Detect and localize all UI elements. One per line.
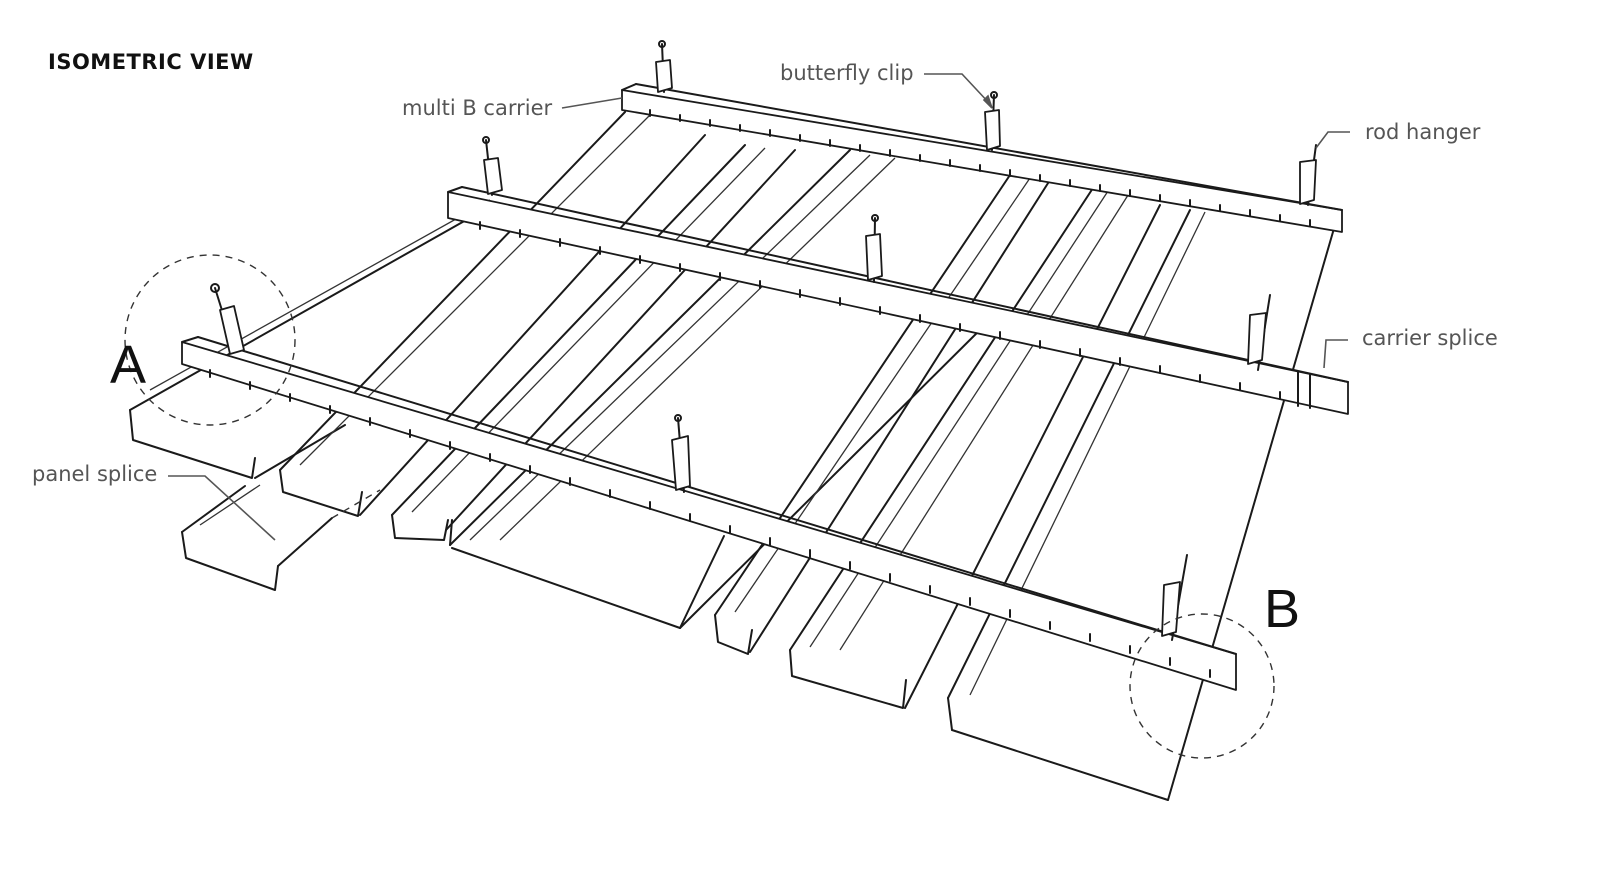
hanger-mid-center (865, 214, 883, 283)
carrier-middle (447, 186, 1349, 415)
detail-circle-b (1129, 613, 1275, 759)
detail-marker-a: A (110, 335, 147, 395)
ceiling-panels (129, 111, 1336, 801)
detail-marker-b: B (1264, 579, 1301, 639)
label-rod-hanger: rod hanger (1365, 120, 1481, 144)
hanger-mid-right (1247, 294, 1271, 371)
label-butterfly-clip: butterfly clip (780, 61, 914, 85)
label-carrier-splice: carrier splice (1362, 326, 1498, 350)
hanger-back-left (655, 40, 673, 93)
detail-circle-a (124, 254, 296, 426)
carrier-back (621, 83, 1343, 233)
label-multi-b-carrier: multi B carrier (402, 96, 553, 120)
label-panel-splice: panel splice (32, 462, 158, 486)
hanger-front-center (671, 414, 691, 493)
view-title: ISOMETRIC VIEW (48, 50, 254, 74)
hanger-back-mid (984, 91, 1001, 151)
hanger-front-left (210, 283, 245, 355)
leader-lines (168, 73, 1350, 541)
hanger-mid-left (482, 136, 503, 196)
hanger-front-right (1161, 554, 1188, 641)
carrier-slots (209, 109, 1311, 678)
panel-splice-piece (181, 484, 381, 591)
carrier-front (181, 336, 1237, 691)
panel-7 (947, 209, 1336, 801)
rod-hangers (210, 40, 1317, 641)
hanger-back-right (1299, 144, 1317, 206)
